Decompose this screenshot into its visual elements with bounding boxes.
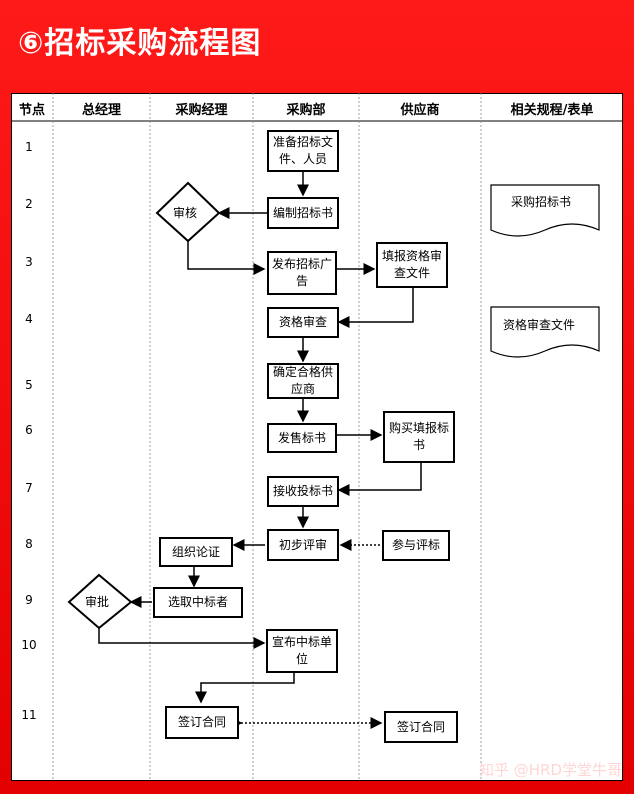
bid-doc-label: 采购招标书 — [511, 195, 572, 209]
sell-box: 发售标书 — [267, 423, 337, 453]
qual-check-box: 资格审查 — [267, 307, 339, 338]
row-label-3: 3 — [25, 255, 33, 269]
watermark: 知乎 @HRD学堂牛哥 — [478, 761, 622, 779]
join-review-box: 参与评标 — [382, 530, 450, 561]
row-label-1: 1 — [25, 140, 33, 154]
sign-contract-supplier-box: 签订合同 — [384, 711, 458, 743]
row-label-9: 9 — [25, 593, 33, 607]
review-diamond — [155, 181, 221, 243]
select-box: 选取中标者 — [153, 587, 243, 618]
bid-doc-shape — [490, 184, 600, 237]
sign-contract-pm-box: 签订合同 — [165, 706, 239, 739]
row-label-10: 10 — [21, 638, 37, 652]
col-pm: 采购经理 — [175, 103, 228, 118]
approve-label: 审批 — [85, 595, 110, 609]
row-label-8: 8 — [25, 537, 33, 551]
review-label: 审核 — [173, 206, 198, 220]
qual-doc-label: 资格审查文件 — [503, 318, 576, 332]
page-title: ⑥招标采购流程图 — [18, 26, 262, 61]
compile-box: 编制招标书 — [267, 197, 339, 229]
receive-box: 接收投标书 — [267, 476, 339, 507]
row-label-5: 5 — [25, 378, 33, 392]
row-label-6: 6 — [25, 423, 33, 437]
row-label-7: 7 — [25, 481, 33, 495]
announce-box: 宣布中标单位 — [266, 629, 338, 673]
approve-diamond — [67, 573, 133, 630]
qual-doc-shape — [490, 306, 600, 358]
row-label-11: 11 — [21, 708, 37, 722]
row-label-4: 4 — [25, 312, 33, 326]
row-label-2: 2 — [25, 197, 33, 211]
confirm-box: 确定合格供应商 — [267, 363, 339, 399]
col-gm: 总经理 — [81, 103, 121, 118]
flowchart-panel: 节点 总经理 采购经理 采购部 供应商 相关规程/表单 1 2 3 4 5 6 … — [11, 93, 623, 781]
buy-fill-box: 购买填报标书 — [383, 411, 455, 463]
initial-review-box: 初步评审 — [267, 529, 339, 561]
prepare-box: 准备招标文件、人员 — [267, 130, 339, 172]
col-docs: 相关规程/表单 — [510, 103, 594, 118]
organize-box: 组织论证 — [159, 537, 233, 567]
publish-box: 发布招标广告 — [267, 251, 337, 295]
fill-qual-box: 填报资格审查文件 — [376, 242, 448, 288]
flowchart-lines — [11, 93, 623, 781]
col-supplier: 供应商 — [400, 103, 440, 118]
col-dept: 采购部 — [286, 103, 326, 118]
col-node: 节点 — [18, 103, 45, 118]
